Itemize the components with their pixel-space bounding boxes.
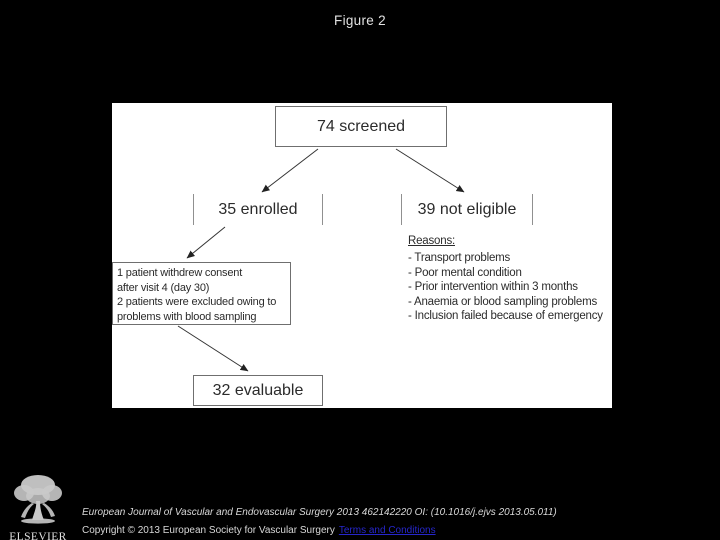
excluded-line: 2 patients were excluded owing to [117,296,277,309]
node-enrolled-label: 35 enrolled [218,200,298,218]
figure-panel: 74 screened 35 enrolled 39 not eligible … [112,103,612,408]
slide-title: Figure 2 [334,13,386,28]
node-enrolled: 35 enrolled [193,194,323,225]
terms-link[interactable]: Terms and Conditions [338,524,436,536]
node-screened-label: 74 screened [316,117,406,135]
node-not-eligible: 39 not eligible [401,194,533,225]
node-screened: 74 screened [275,106,447,147]
node-evaluable-label: 32 evaluable [212,381,304,399]
reasons-item: - Inclusion failed because of emergency [408,310,603,323]
citation-line: European Journal of Vascular and Endovas… [82,507,557,518]
flow-arrows [177,148,465,372]
reasons-item: - Poor mental condition [408,266,522,279]
elsevier-logo: ELSEVIER [6,473,70,540]
node-not-eligible-label: 39 not eligible [417,200,517,218]
elsevier-logo-text: ELSEVIER [9,531,67,540]
elsevier-tree-icon [14,475,62,524]
node-evaluable: 32 evaluable [193,375,323,406]
reasons-item: - Anaemia or blood sampling problems [408,295,598,308]
node-excluded: 1 patient withdrew consent after visit 4… [112,262,291,325]
excluded-line: 1 patient withdrew consent [117,267,243,279]
reasons-heading: Reasons: [408,235,455,247]
excluded-line: after visit 4 (day 30) [117,281,210,294]
excluded-line: problems with blood sampling [117,310,257,323]
copyright-line: Copyright © 2013 European Society for Va… [82,522,557,540]
reasons-list: Reasons: - Transport problems - Poor men… [408,234,612,323]
citation-block: European Journal of Vascular and Endovas… [82,504,557,539]
reasons-item: - Prior intervention within 3 months [408,281,578,294]
copyright-text: Copyright © 2013 European Society for Va… [82,524,335,536]
reasons-item: - Transport problems [408,252,511,265]
